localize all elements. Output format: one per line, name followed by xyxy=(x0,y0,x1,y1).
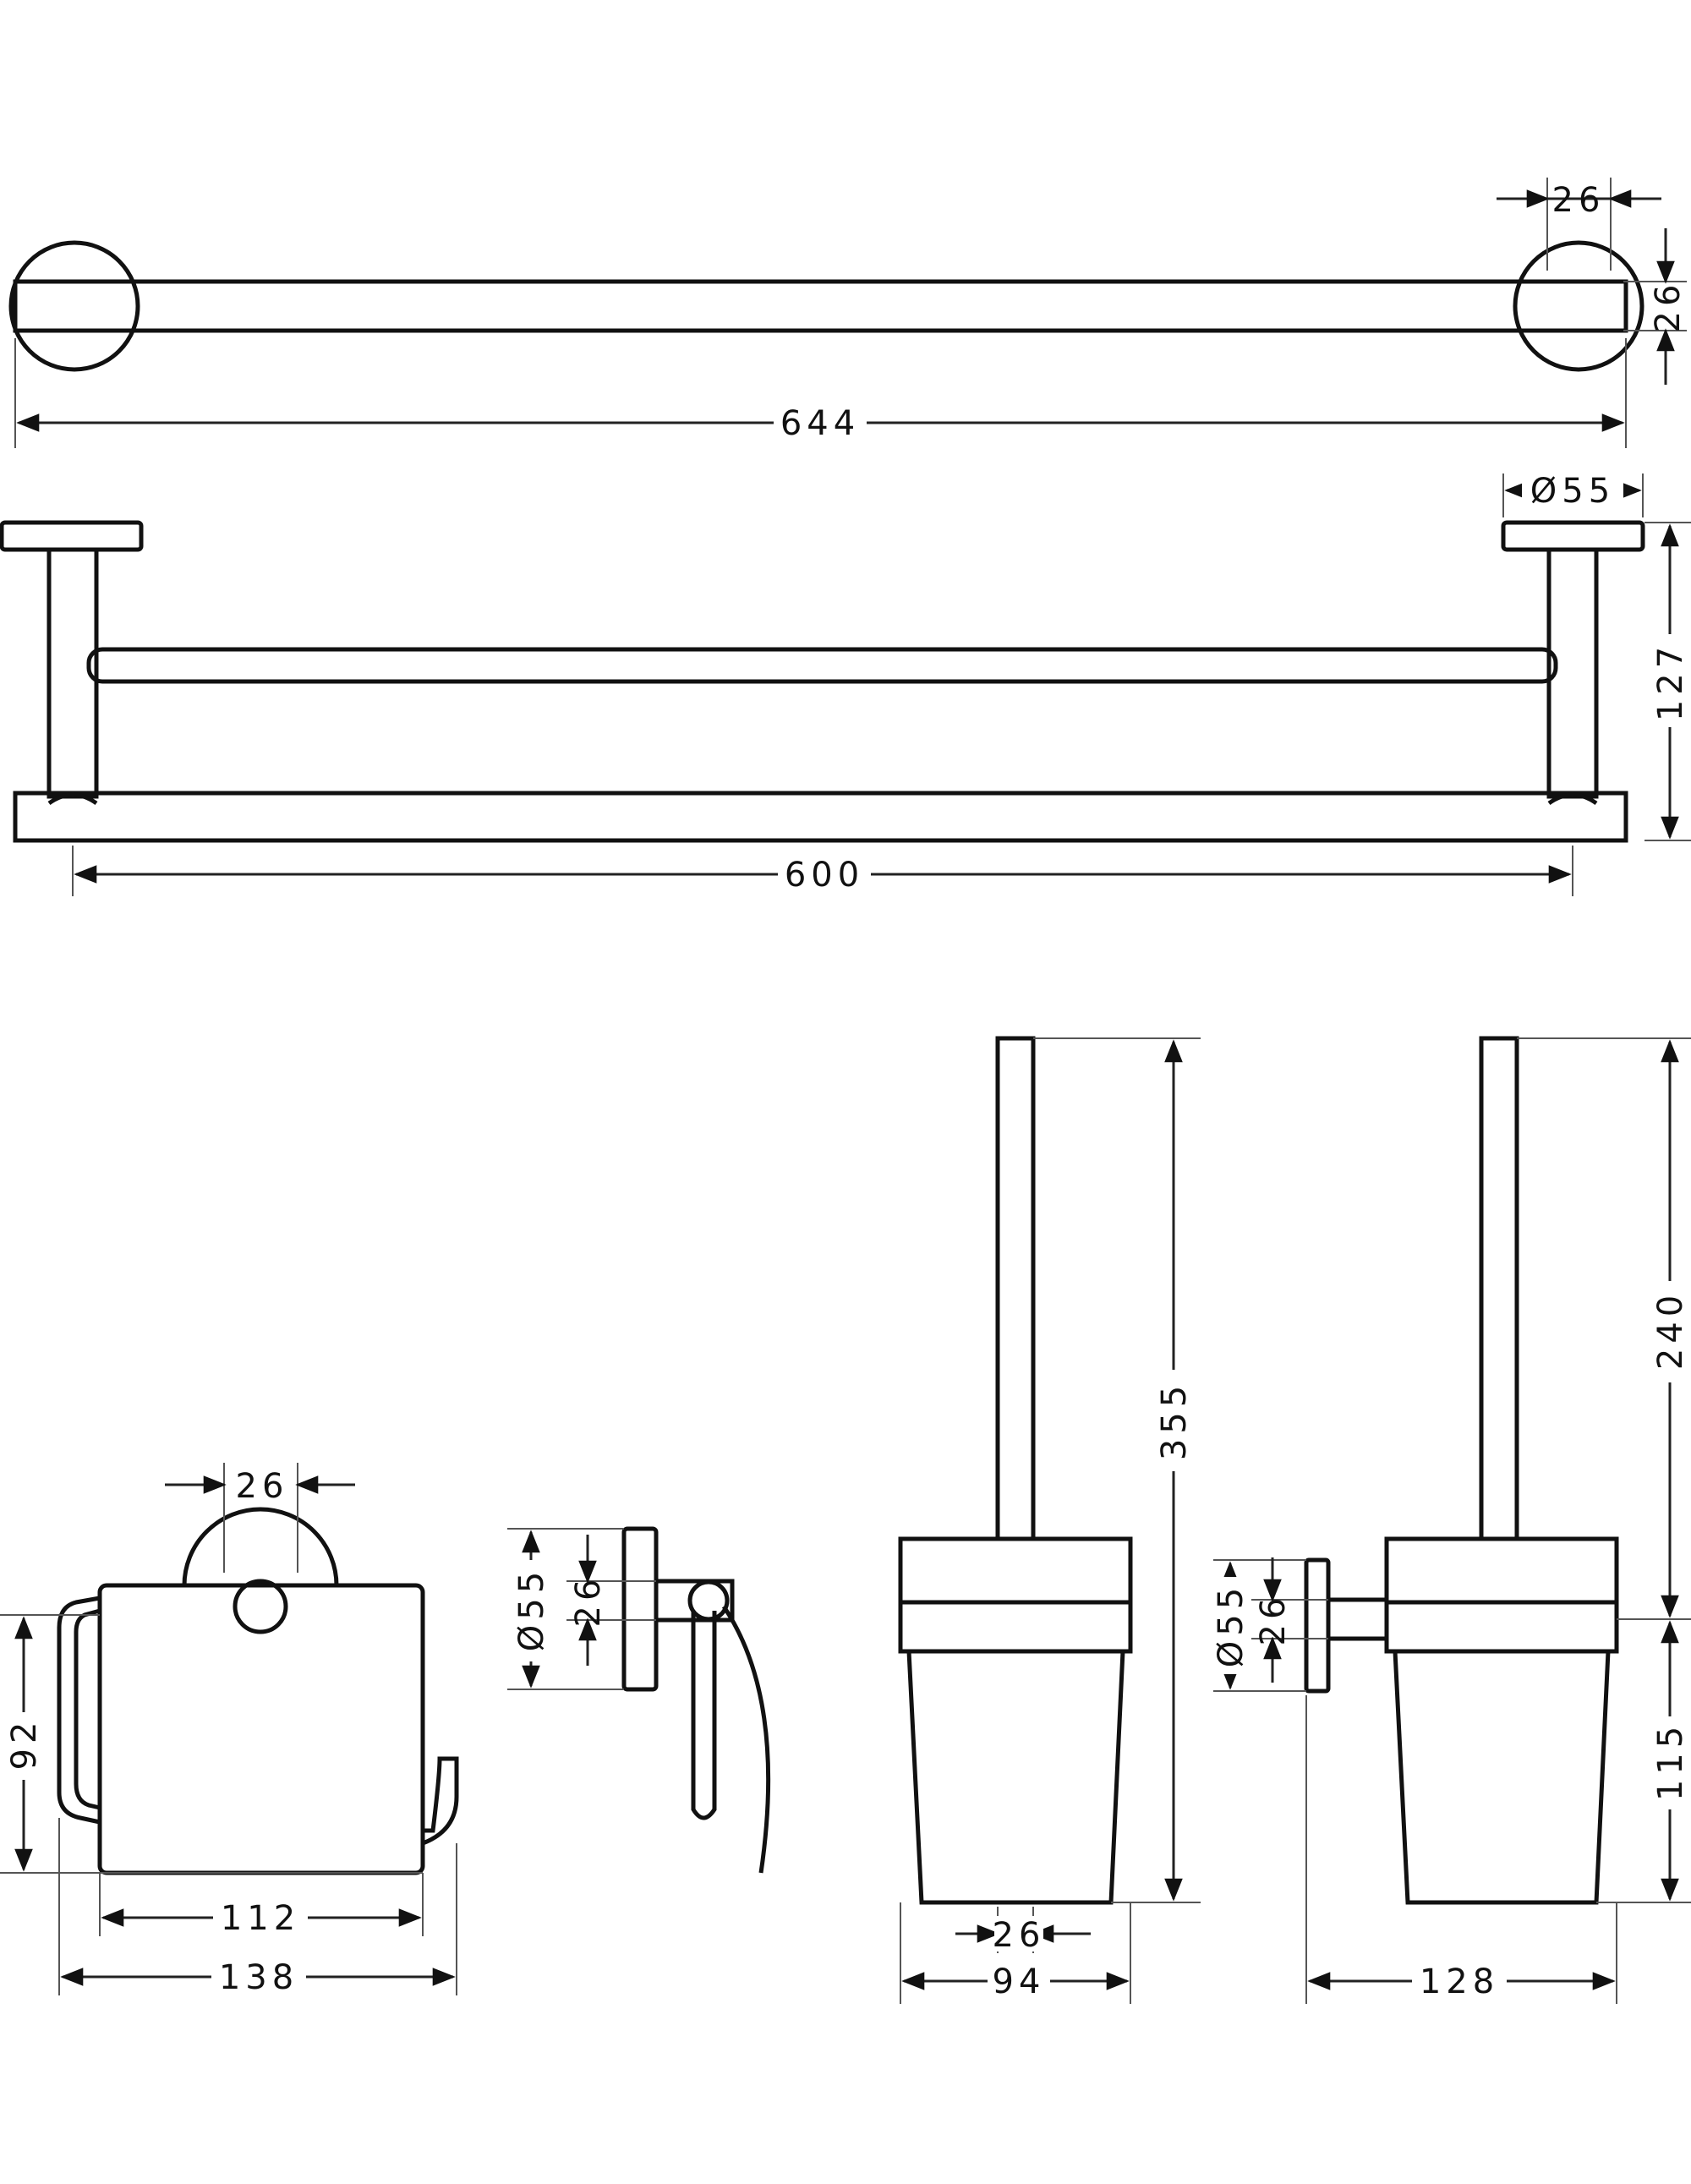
dim-label-355: 355 xyxy=(1155,1381,1194,1460)
brush-wall-post xyxy=(1326,1597,1389,1641)
left-rosette-top xyxy=(8,240,140,372)
brush-glass-side xyxy=(1393,1650,1611,1905)
dim-label-26-handle: 26 xyxy=(993,1916,1046,1955)
brush-handle-front xyxy=(995,1036,1036,1541)
brush-collar-side xyxy=(1384,1600,1619,1654)
left-rosette-front xyxy=(0,520,144,552)
paper-holder-side-arm xyxy=(691,1611,717,1820)
dim-label-127: 127 xyxy=(1651,642,1690,721)
dim-label-128: 128 xyxy=(1420,1962,1499,2001)
rack-bar-top xyxy=(13,279,1628,333)
toilet-brush-front-view: 355 26 94 xyxy=(898,1036,1201,2004)
dim-label-112: 112 xyxy=(221,1899,300,1938)
dim-label-94: 94 xyxy=(993,1962,1046,2001)
dim-label-600: 600 xyxy=(785,856,864,895)
right-rosette-top xyxy=(1513,240,1644,372)
brush-collar-front xyxy=(898,1600,1133,1654)
upper-towel-bar xyxy=(86,647,1558,684)
paper-holder-arm-outer xyxy=(57,1596,101,1825)
lower-shelf-bar xyxy=(13,791,1628,843)
paper-holder-cover xyxy=(97,1583,425,1875)
brush-wall-rosette xyxy=(1304,1557,1331,1694)
brush-lid-front xyxy=(898,1536,1133,1605)
dim-label-26-depth: 26 xyxy=(1649,280,1688,333)
brush-handle-side xyxy=(1479,1036,1519,1541)
dim-label-26-brush-post: 26 xyxy=(1254,1593,1293,1646)
toilet-brush-side-view: 240 115 Ø55 26 128 xyxy=(1212,1036,1691,2004)
dim-label-240: 240 xyxy=(1651,1290,1690,1370)
dim-label-138: 138 xyxy=(219,1958,298,1997)
brush-lid-side xyxy=(1384,1536,1619,1605)
dim-label-rosette-55: Ø55 xyxy=(1530,472,1615,511)
dim-label-92: 92 xyxy=(5,1717,44,1771)
brush-glass-front xyxy=(906,1650,1125,1905)
paper-holder-front-view: 26 92 112 138 xyxy=(0,1463,459,1997)
paper-holder-side-rosette xyxy=(621,1526,659,1692)
towel-rack-front-view: Ø55 127 600 xyxy=(0,472,1691,896)
dim-label-55-brush: Ø55 xyxy=(1212,1583,1250,1667)
dim-label-26-post: 26 xyxy=(1552,181,1606,220)
dim-label-26-ph-side: 26 xyxy=(569,1574,608,1628)
dim-label-55-ph-side: Ø55 xyxy=(512,1567,551,1651)
paper-holder-side-view: Ø55 26 xyxy=(507,1526,771,1874)
paper-holder-side-cover xyxy=(721,1605,771,1874)
dim-label-644: 644 xyxy=(780,404,860,443)
dim-label-26-ph: 26 xyxy=(236,1467,289,1506)
paper-holder-rosette xyxy=(182,1507,339,1586)
towel-rack-top-view: 644 26 26 xyxy=(8,178,1688,448)
paper-holder-hinge xyxy=(233,1579,288,1634)
dim-label-115: 115 xyxy=(1651,1721,1690,1801)
right-rosette-front xyxy=(1501,520,1645,552)
paper-holder-hook xyxy=(422,1756,459,1846)
